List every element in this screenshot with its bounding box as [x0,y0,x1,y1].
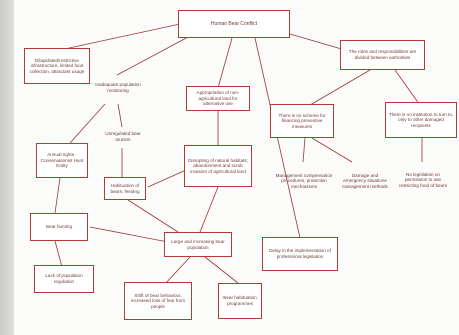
node-bear-tourism: Unregulated bear tourism [105,131,141,142]
node-human-bear-conflict: Human Bear Conflict [178,10,290,38]
node-annual-rights: Annual rights - Conservationist Hunt Ent… [36,143,88,178]
node-habitat-disruption: Disrupting of natural habitats; abandonm… [184,145,252,187]
node-roles-responsibilities: The roles and responsibilities are divid… [340,40,425,70]
node-habituation-programmes: Bear habituation programmes [218,283,262,319]
node-habituation-feeding: Habituation of bears; feeding [104,177,146,200]
node-population-regulation: Lack of population regulation [34,265,94,293]
node-management-compensation: Management compensation procedures, prot… [275,172,333,189]
node-financing-scheme: There is no scheme for financing prevent… [270,104,334,138]
node-infrastructure: Dilapidated/restrictive infrastructure, … [24,48,90,84]
node-population-monitoring: Inadequate population monitoring [95,82,141,93]
node-no-legislation: No legislation on permission to use rest… [398,171,447,188]
node-bear-hunting: Bear hunting [30,213,88,241]
node-no-institution: There is no institution to turn to, only… [385,102,457,138]
node-large-bear-population: Large and increasing bear population [164,232,232,257]
node-land-appropriation: Appropriation of non-agricultural land f… [186,86,250,111]
node-legislation-delay: Delay in the implementation of professio… [262,237,338,271]
node-damage-emergency: Damage and emergency situations manageme… [342,172,388,189]
node-behaviour-shift: Shift of bear behaviour, increased loss … [124,282,192,320]
